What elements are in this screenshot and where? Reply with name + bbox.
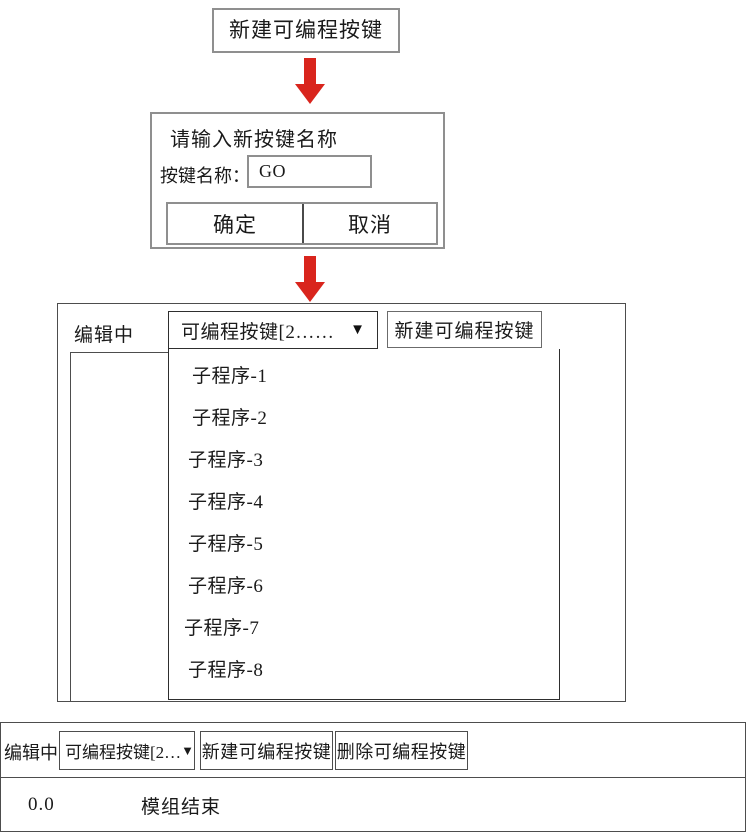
confirm-button[interactable]: 确定 — [213, 212, 257, 237]
dialog-title: 请输入新按键名称 — [170, 129, 338, 151]
bottom-toolbar: 编辑中 可编程按键[2… ▼ 新建可编程按键 删除可编程按键 — [1, 723, 745, 778]
bottom-programmable-key-select-value: 可编程按键[2… — [65, 743, 182, 762]
program-list-row[interactable]: 0.0 模组结束 — [1, 778, 745, 832]
editor-status-label: 编辑中 — [74, 325, 135, 346]
bottom-new-programmable-key-button[interactable]: 新建可编程按键 — [200, 731, 333, 770]
programmable-key-select-value: 可编程按键[2…… — [181, 321, 335, 343]
dialog-button-row: 确定 取消 — [166, 202, 438, 245]
bottom-delete-programmable-key-button[interactable]: 删除可编程按键 — [335, 731, 468, 770]
new-programmable-key-entry-label: 新建可编程按键 — [229, 18, 383, 42]
editor-left-column — [70, 352, 170, 701]
dropdown-item[interactable]: 子程序-6 — [188, 575, 264, 597]
dropdown-item[interactable]: 子程序-3 — [188, 449, 264, 471]
dropdown-item[interactable]: 子程序-1 — [192, 365, 268, 387]
arrow-down-icon — [293, 256, 327, 304]
chevron-down-icon: ▼ — [350, 321, 365, 338]
key-name-field-label: 按键名称： — [160, 166, 250, 186]
programmable-key-dropdown-list[interactable]: 子程序-1 子程序-2 子程序-3 子程序-4 子程序-5 子程序-6 子程序-7 子程序-8 — [168, 349, 560, 700]
new-programmable-key-button[interactable]: 新建可编程按键 — [387, 311, 542, 348]
new-key-name-dialog: 请输入新按键名称 按键名称： GO 确定 取消 — [150, 112, 445, 249]
dropdown-item[interactable]: 子程序-4 — [188, 491, 264, 513]
dropdown-item[interactable]: 子程序-7 — [184, 617, 260, 639]
program-row-text: 模组结束 — [141, 796, 222, 818]
programmable-key-select[interactable]: 可编程按键[2…… ▼ — [168, 311, 378, 349]
bottom-programmable-key-select[interactable]: 可编程按键[2… ▼ — [59, 731, 195, 770]
arrow-down-icon — [293, 58, 327, 106]
bottom-panel: 编辑中 可编程按键[2… ▼ 新建可编程按键 删除可编程按键 0.0 模组结束 — [0, 722, 746, 832]
bottom-status-label: 编辑中 — [4, 743, 58, 763]
program-row-value: 0.0 — [28, 794, 55, 815]
dropdown-item[interactable]: 子程序-8 — [188, 659, 264, 681]
cancel-button[interactable]: 取消 — [302, 204, 436, 243]
chevron-down-icon: ▼ — [181, 743, 195, 758]
key-name-input[interactable]: GO — [247, 155, 372, 188]
new-programmable-key-entry-button[interactable]: 新建可编程按键 — [212, 8, 400, 53]
key-name-input-value: GO — [259, 161, 286, 181]
dropdown-item[interactable]: 子程序-5 — [188, 533, 264, 555]
dropdown-item[interactable]: 子程序-2 — [192, 407, 268, 429]
